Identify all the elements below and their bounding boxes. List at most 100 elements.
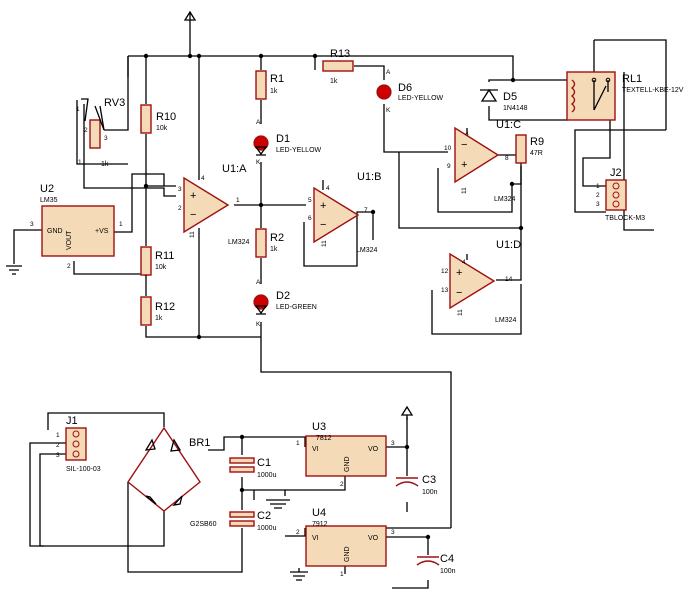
u4-ref: U4	[312, 507, 326, 519]
r10-resistor[interactable]: R10 10k	[140, 104, 176, 134]
u2-value: LM35	[40, 197, 58, 204]
u1d-pin11: 11	[457, 309, 464, 316]
u1a-pin2: 2	[178, 205, 182, 212]
c1-capacitor[interactable]: C1 1000u	[229, 457, 277, 479]
u1d-pin4: 4	[462, 259, 466, 266]
u1a-pin1: 1	[236, 197, 240, 204]
u1b-pin6: 6	[308, 215, 312, 222]
u1c-value: LM324	[494, 196, 516, 203]
r1-resistor[interactable]: R1 1k	[255, 70, 284, 100]
d5-diode[interactable]: D5 1N4148	[480, 88, 528, 112]
r9-value: 47R	[530, 150, 543, 157]
j1-connector[interactable]: J1 SIL-100-03 1 2 3	[56, 415, 101, 473]
u1a-pin11: 11	[189, 231, 196, 238]
u1c-pin8: 8	[505, 155, 509, 162]
j1-p3: 3	[56, 452, 60, 459]
d2-ref: D2	[276, 290, 290, 302]
r1-value: 1k	[270, 88, 278, 95]
u4-n2: 2	[296, 529, 300, 536]
rl1-relay[interactable]: RL1 TEXTELL-KBE-12V	[566, 71, 684, 121]
j2-terminal-block[interactable]: J2 TBLOCK-M3 1 2 3	[596, 167, 645, 222]
c4-value: 100n	[440, 568, 456, 575]
br1-value: G2SB60	[190, 521, 217, 528]
u1b-opamp[interactable]: + − U1:B LM324 5 6 7 4 11	[308, 171, 381, 254]
u1a-ref: U1:A	[222, 163, 247, 175]
d5-ref: D5	[503, 91, 517, 103]
br1-bridge-rectifier[interactable]: BR1 G2SB60	[127, 426, 217, 528]
d1-ref: D1	[276, 133, 290, 145]
d6-value: LED-YELLOW	[398, 95, 444, 102]
r9-resistor[interactable]: R9 47R	[515, 134, 544, 164]
u1d-plus: +	[456, 267, 462, 279]
u1d-pin12: 12	[441, 268, 449, 275]
d1-value: LED-YELLOW	[276, 147, 322, 154]
c1-value: 1000u	[257, 472, 277, 479]
ground-c1c2	[266, 499, 290, 509]
r12-value: 1k	[155, 315, 163, 322]
r13-resistor[interactable]: R13 1k	[322, 48, 354, 85]
j1-p1: 1	[56, 432, 60, 439]
u1a-opamp[interactable]: + − U1:A LM324 3 2 1 4 11	[178, 163, 250, 246]
u1c-ref: U1:C	[496, 119, 521, 131]
u1a-minus: −	[190, 209, 196, 221]
r13-ref: R13	[330, 48, 350, 60]
u2-lm35[interactable]: U2 LM35 GND +VS VOUT 3 1 2	[30, 183, 123, 270]
r2-resistor[interactable]: R2 1k	[255, 228, 284, 258]
u3-regulator[interactable]: U3 7812 VI VO GND 1 3 2	[296, 421, 395, 488]
u2-n3: 3	[30, 221, 34, 228]
u1d-opamp[interactable]: + − U1:D LM324 12 13 14 4 11	[441, 239, 521, 324]
u1d-value: LM324	[495, 317, 517, 324]
u3-gnd: GND	[344, 456, 351, 472]
d6-ref: D6	[398, 82, 412, 94]
u1c-opamp[interactable]: − + U1:C LM324 10 9 8 4 11	[444, 119, 521, 203]
r12-resistor[interactable]: R12 1k	[140, 296, 175, 326]
c2-value: 1000u	[257, 525, 277, 532]
r11-value: 10k	[155, 264, 167, 271]
br1-ref: BR1	[189, 437, 210, 449]
u2-n1: 1	[119, 221, 123, 228]
u3-value: 7812	[316, 435, 332, 442]
c3-value: 100n	[422, 489, 438, 496]
u1b-minus: −	[320, 219, 326, 231]
c3-ref: C3	[422, 474, 436, 486]
power-arrow-top	[183, 10, 197, 21]
d1-led[interactable]: A K D1 LED-YELLOW	[253, 119, 322, 166]
r12-ref: R12	[155, 301, 175, 313]
c4-capacitor[interactable]: C4 100n	[416, 553, 456, 575]
c2-capacitor[interactable]: C2 1000u	[229, 510, 277, 532]
d6-cathode: K	[386, 107, 391, 114]
u1d-pin13: 13	[441, 287, 449, 294]
d2-led[interactable]: A K D2 LED-GREEN	[253, 279, 317, 328]
j1-value: SIL-100-03	[66, 466, 101, 473]
ground-u4	[290, 568, 308, 581]
c2-ref: C2	[257, 510, 271, 522]
u4-n3: 3	[391, 529, 395, 536]
r10-value: 10k	[156, 125, 168, 132]
rv3-ref: RV3	[104, 97, 125, 109]
u3-ref: U3	[312, 421, 326, 433]
c4-ref: C4	[440, 553, 454, 565]
d2-anode: A	[256, 279, 261, 286]
u2-vs-label: +VS	[95, 228, 109, 235]
u1a-pin4: 4	[201, 175, 205, 182]
d1-anode: A	[256, 119, 261, 126]
components: RV3 1k 1 1 3 2 R10 10k R11 10k R12 1k	[30, 48, 684, 578]
rv3-potentiometer[interactable]: RV3 1k 1 1 3 2	[76, 97, 125, 168]
u4-gnd: GND	[344, 546, 351, 562]
r10-ref: R10	[156, 111, 176, 123]
u1b-pin11: 11	[321, 240, 328, 247]
rv3-pin2: 1	[78, 159, 82, 166]
u2-gnd-label: GND	[47, 228, 63, 235]
c3-capacitor[interactable]: C3 100n	[395, 474, 438, 496]
r11-resistor[interactable]: R11 10k	[140, 246, 174, 276]
d1-cathode: K	[256, 159, 261, 166]
rv3-value: 1k	[101, 161, 109, 168]
d6-led[interactable]: A K D6 LED-YELLOW	[376, 69, 444, 114]
j2-value: TBLOCK-M3	[605, 215, 645, 222]
wires	[13, 12, 667, 589]
d2-cathode: K	[256, 321, 261, 328]
u1d-pin14: 14	[505, 276, 513, 283]
rl1-value: TEXTELL-KBE-12V	[622, 87, 684, 94]
u4-regulator[interactable]: U4 7912 VI VO GND 2 3 1	[296, 507, 395, 578]
